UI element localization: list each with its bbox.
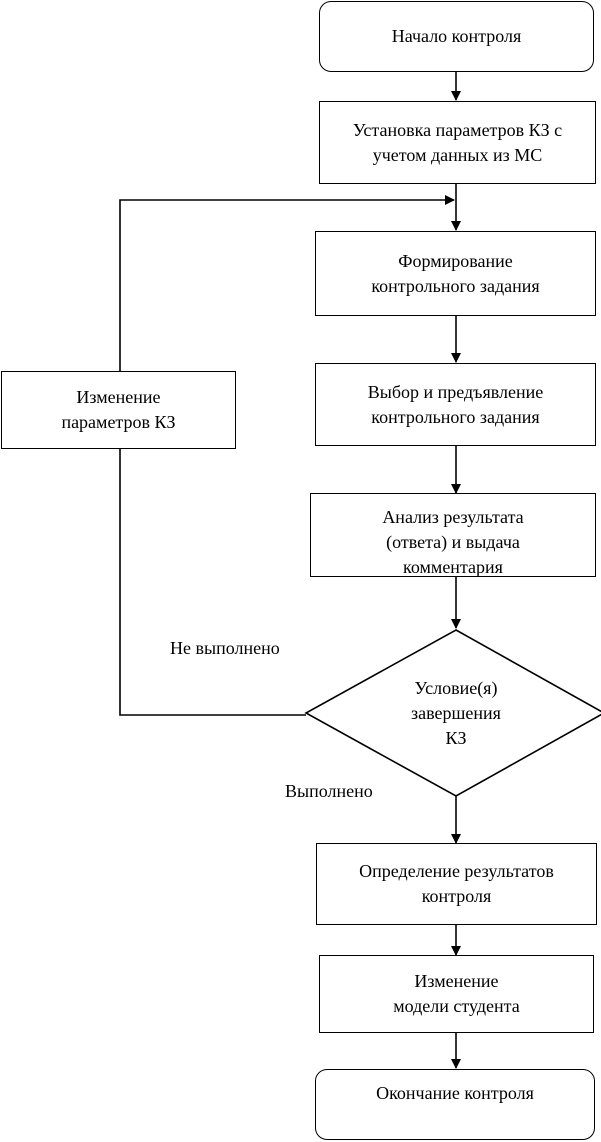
form-task-label: Формирование контрольного задания bbox=[371, 250, 540, 296]
change-model-box: Изменение модели студента bbox=[319, 955, 594, 1033]
set-params-label: Установка параметров КЗ с учетом данных … bbox=[352, 119, 563, 165]
end-terminal: Окончание контроля bbox=[315, 1069, 595, 1140]
change-params-label: Изменение параметров КЗ bbox=[61, 387, 176, 432]
not-done-label: Не выполнено bbox=[170, 638, 280, 658]
select-task-box: Выбор и предъявление контрольного задани… bbox=[315, 363, 596, 446]
condition-label: Условие(я) завершения КЗ bbox=[411, 678, 501, 748]
set-params-box: Установка параметров КЗ с учетом данных … bbox=[319, 101, 596, 184]
analyze-label: Анализ результата (ответа) и выдача комм… bbox=[382, 506, 524, 577]
determine-results-label: Определение результатов контроля bbox=[359, 861, 554, 906]
start-terminal-label: Начало контроля bbox=[391, 26, 522, 46]
select-task-label: Выбор и предъявление контрольного задани… bbox=[367, 381, 544, 427]
condition-diamond-shape bbox=[304, 629, 601, 797]
determine-results-box: Определение результатов контроля bbox=[316, 843, 597, 925]
start-terminal: Начало контроля bbox=[319, 1, 594, 72]
analyze-box: Анализ результата (ответа) и выдача комм… bbox=[310, 493, 596, 577]
loop-line bbox=[119, 195, 455, 716]
done-label: Выполнено bbox=[285, 781, 373, 801]
change-model-label: Изменение модели студента bbox=[393, 971, 520, 1016]
change-params-box: Изменение параметров КЗ bbox=[1, 371, 236, 449]
end-terminal-label: Окончание контроля bbox=[376, 1083, 534, 1103]
form-task-box: Формирование контрольного задания bbox=[315, 231, 596, 316]
